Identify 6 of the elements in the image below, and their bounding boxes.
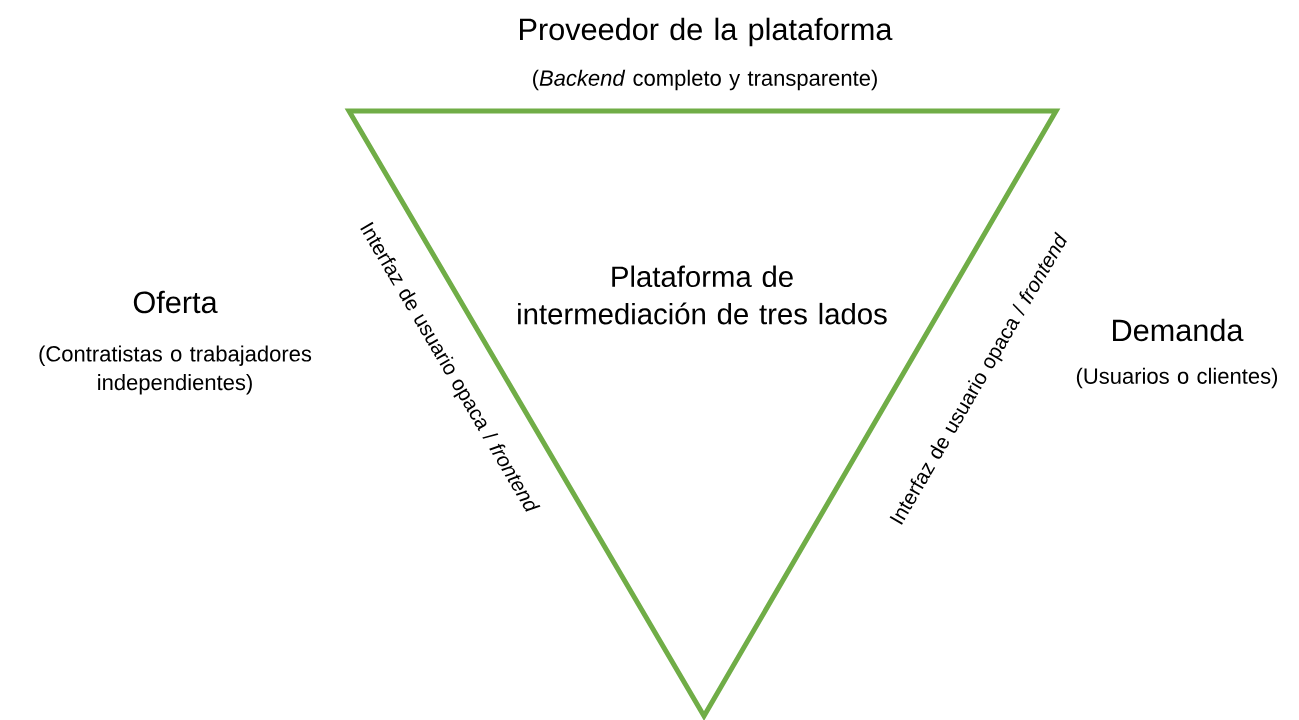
heading: Proveedor de la plataforma bbox=[520, 17, 893, 47]
subheading: (Contratistas o trabajadores independientes) bbox=[39, 345, 312, 395]
heading: Demanda bbox=[1113, 318, 1244, 342]
subheading: (Backend completo y transparente) bbox=[533, 69, 877, 91]
subheading: (Usuarios o clientes) bbox=[1076, 367, 1278, 389]
heading: Oferta bbox=[133, 290, 218, 314]
